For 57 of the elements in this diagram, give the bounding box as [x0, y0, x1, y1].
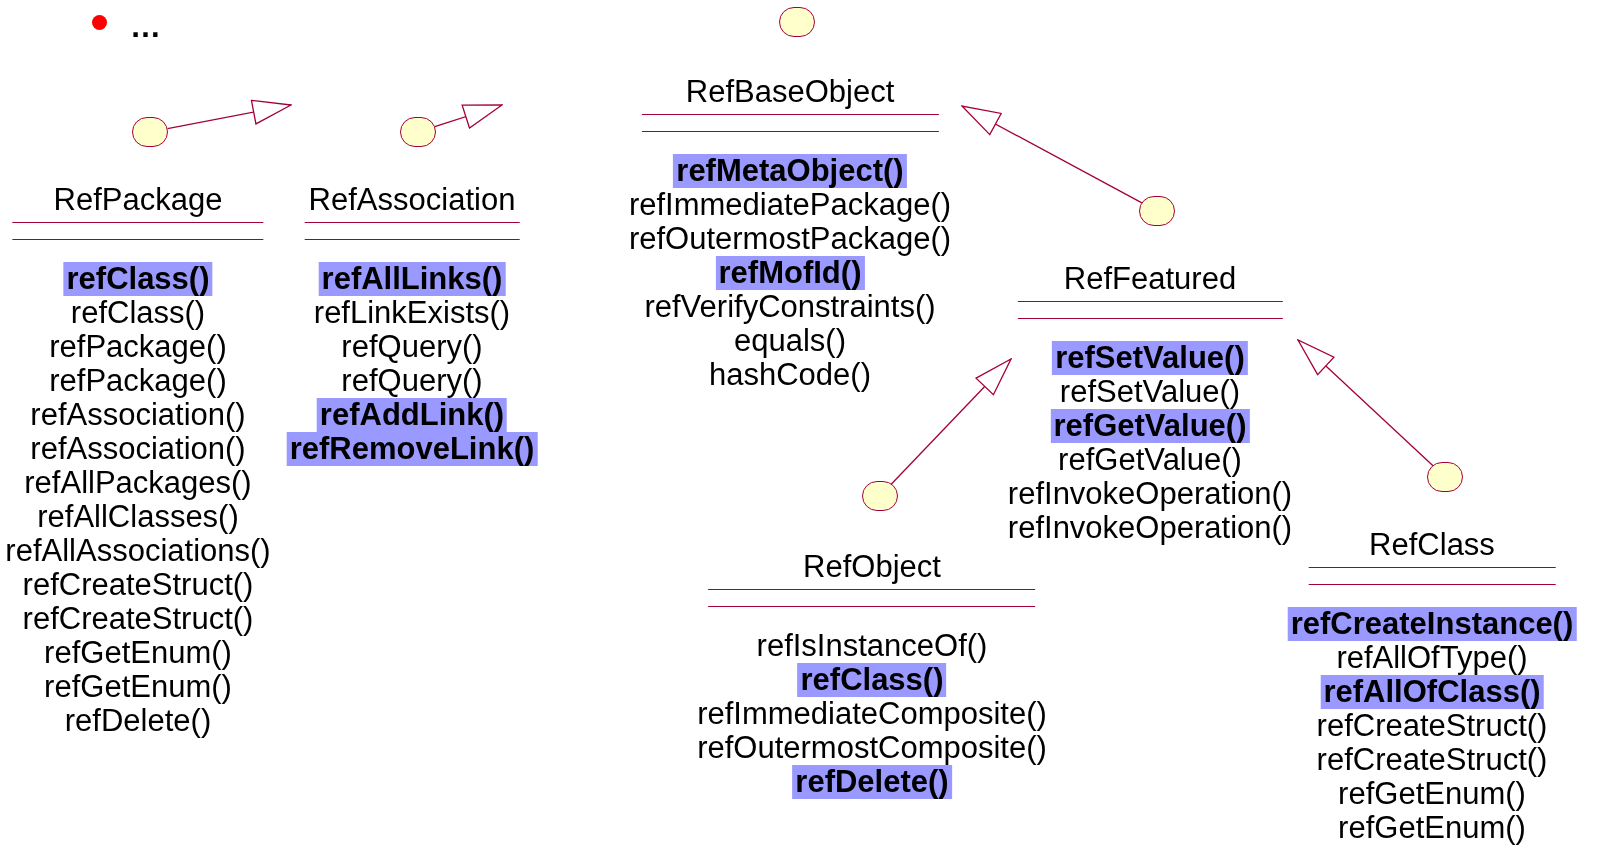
method-name: refAssociation(): [30, 398, 246, 432]
highlighted-method: refClass(): [63, 262, 213, 296]
method-name: refSetValue(): [1059, 375, 1241, 409]
generalization-arrow: [1297, 339, 1434, 467]
ellipsis-text: …: [130, 10, 161, 44]
highlighted-method: refDelete(): [792, 765, 952, 799]
method-name: refIsInstanceOf(): [756, 629, 988, 663]
method-name: refInvokeOperation(): [1007, 477, 1293, 511]
highlighted-method: refMofId(): [715, 256, 865, 290]
highlighted-method: refSetValue(): [1052, 341, 1248, 375]
method-name: refLinkExists(): [313, 296, 511, 330]
method-name: refAllOfType(): [1336, 641, 1528, 675]
highlighted-method: refAllLinks(): [318, 262, 506, 296]
method-name: refDelete(): [64, 704, 212, 738]
method-name: refInvokeOperation(): [1007, 511, 1293, 545]
method-name: refGetEnum(): [1338, 777, 1526, 811]
method-name: refImmediateComposite(): [697, 697, 1047, 731]
highlighted-method: refAddLink(): [316, 398, 508, 432]
method-name: refPackage(): [49, 364, 227, 398]
method-name: refImmediatePackage(): [628, 188, 952, 222]
method-name: refQuery(): [341, 364, 483, 398]
highlighted-method: refClass(): [797, 663, 947, 697]
method-name: refPackage(): [49, 330, 227, 364]
highlighted-method: refGetValue(): [1050, 409, 1250, 443]
method-name: refCreateStruct(): [22, 568, 254, 602]
generalization-arrow: [961, 105, 1143, 204]
method-name: refGetValue(): [1058, 443, 1242, 477]
class-name: RefFeatured: [1063, 262, 1237, 296]
method-name: refAllPackages(): [24, 466, 252, 500]
class-name: RefClass: [1369, 528, 1495, 562]
method-name: equals(): [734, 324, 846, 358]
method-name: refCreateStruct(): [22, 602, 254, 636]
method-name: refAllAssociations(): [5, 534, 271, 568]
method-name: refAllClasses(): [37, 500, 239, 534]
class-name: RefPackage: [53, 183, 223, 217]
highlighted-method: refMetaObject(): [673, 154, 907, 188]
method-name: refQuery(): [341, 330, 483, 364]
generalization-arrow: [166, 99, 292, 130]
class-name: RefBaseObject: [685, 75, 895, 109]
class-name: RefObject: [803, 550, 941, 584]
method-name: refGetEnum(): [1338, 811, 1526, 845]
generalization-arrow: [434, 104, 503, 129]
highlighted-method: refRemoveLink(): [286, 432, 538, 466]
method-name: refCreateStruct(): [1316, 709, 1548, 743]
method-name: hashCode(): [709, 358, 871, 392]
class-name: RefAssociation: [308, 183, 516, 217]
method-name: refClass(): [70, 296, 206, 330]
method-name: refCreateStruct(): [1316, 743, 1548, 777]
method-name: refGetEnum(): [44, 636, 232, 670]
method-name: refAssociation(): [30, 432, 246, 466]
method-name: refOutermostPackage(): [628, 222, 952, 256]
highlighted-method: refAllOfClass(): [1320, 675, 1544, 709]
generalization-arrow: [890, 358, 1012, 485]
method-name: refVerifyConstraints(): [644, 290, 936, 324]
method-name: refGetEnum(): [44, 670, 232, 704]
method-name: refOutermostComposite(): [697, 731, 1047, 765]
highlighted-method: refCreateInstance(): [1287, 607, 1577, 641]
